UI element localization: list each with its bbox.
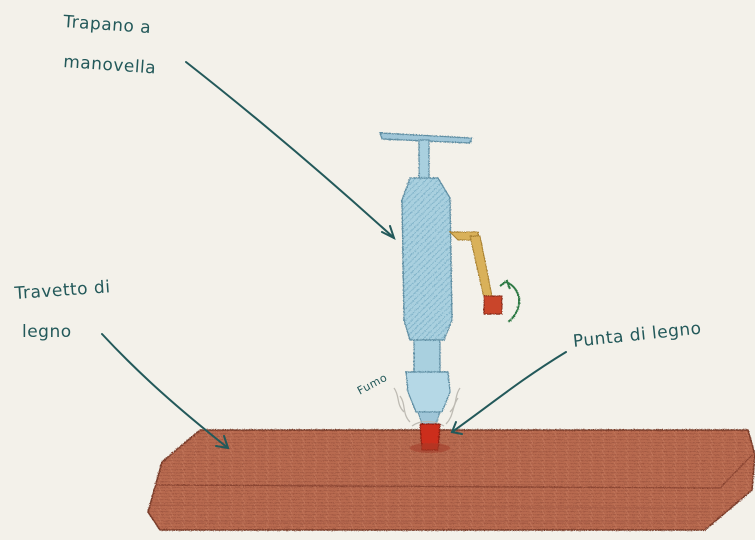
drill-top-plate	[380, 133, 472, 178]
tip-leader	[452, 352, 566, 432]
label-beam-line2: legno	[22, 322, 72, 342]
drill-leader	[186, 62, 394, 238]
drill-body	[402, 178, 452, 424]
wood-beam	[148, 430, 755, 530]
leader-lines	[102, 62, 566, 448]
crank-arm	[450, 232, 492, 298]
